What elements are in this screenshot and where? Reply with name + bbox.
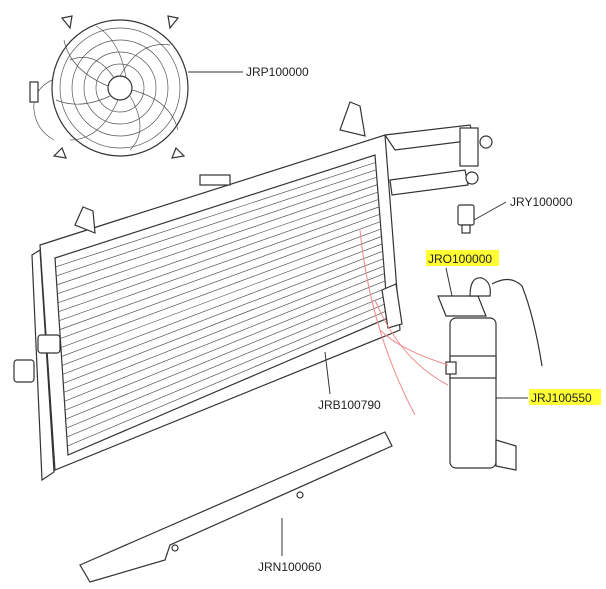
- condenser-fin: [64, 273, 385, 402]
- condenser-fin: [67, 310, 388, 447]
- callout-receiver-drier[interactable]: JRJ100550: [531, 391, 592, 405]
- condenser-fin: [65, 288, 386, 420]
- callout-condenser[interactable]: JRB100790: [318, 398, 381, 412]
- condenser-fin: [57, 191, 379, 304]
- condenser-fin: [61, 243, 383, 366]
- callout-bracket[interactable]: JRO100000: [428, 252, 492, 266]
- callout-fan[interactable]: JRP100000: [246, 65, 309, 79]
- condenser-fin: [60, 228, 382, 348]
- condenser-fin: [60, 221, 381, 339]
- callout-pressure-switch[interactable]: JRY100000: [510, 195, 573, 209]
- condenser-fin: [63, 258, 384, 384]
- condenser-fin: [56, 169, 377, 277]
- condenser-fin: [59, 206, 380, 322]
- condenser-fin: [61, 236, 382, 357]
- callout-seal-strip[interactable]: JRN100060: [258, 560, 322, 574]
- seal-strip[interactable]: [79, 431, 393, 583]
- condenser-fin: [64, 280, 386, 411]
- condenser-fin: [55, 162, 376, 268]
- condenser-fin: [63, 265, 384, 393]
- condenser-fin: [62, 250, 383, 375]
- pressure-switch[interactable]: [457, 204, 475, 234]
- cooling-fan[interactable]: [29, 15, 189, 159]
- condenser-fin: [56, 176, 377, 286]
- condenser-fin: [58, 199, 379, 313]
- condenser-fin: [59, 213, 380, 330]
- receiver-drier[interactable]: [437, 277, 543, 471]
- condenser[interactable]: [13, 101, 493, 482]
- condenser-fin: [66, 295, 387, 429]
- condenser-fin: [66, 302, 387, 438]
- condenser-fin: [57, 184, 378, 295]
- highlight-receiver-drier: [529, 389, 601, 405]
- highlight-bracket: [426, 250, 499, 266]
